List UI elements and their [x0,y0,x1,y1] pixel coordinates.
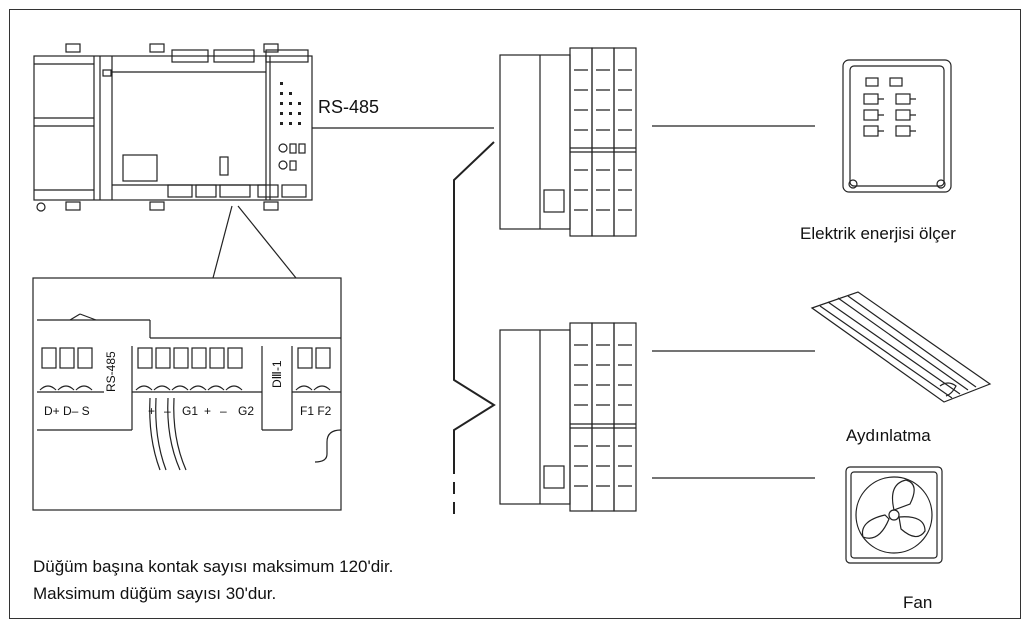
note-nodes: Maksimum düğüm sayısı 30'dur. [33,584,277,603]
terminal-label-minus-1: – [164,404,171,418]
terminal-label-minus-2: – [220,404,227,418]
fan-label: Fan [903,593,933,612]
terminal-label-g2: G2 [238,404,255,418]
energy-meter-device [842,59,952,193]
controller-unit [33,43,313,279]
terminal-label-group1: D+ D– S [44,404,90,418]
fan-device [845,466,943,564]
energy-meter-label: Elektrik enerjisi ölçer [800,224,956,243]
terminal-label-g1: G1 [182,404,199,418]
terminal-label-plus-2: + [204,404,212,418]
terminal-label-plus-1: + [148,404,156,418]
terminal-label-rs485: RS-485 [104,351,118,392]
note-contacts: Düğüm başına kontak sayısı maksimum 120'… [33,557,394,576]
rs485-bus [312,127,496,514]
io-node-2 [499,322,815,512]
lighting-device [810,291,992,403]
io-node-1 [499,47,815,237]
lighting-label: Aydınlatma [846,426,931,445]
terminal-detail [32,277,342,511]
terminal-label-dk: DⅢ-1 [270,360,284,388]
terminal-label-group3: F1 F2 [300,404,332,418]
rs485-label: RS-485 [318,97,380,117]
